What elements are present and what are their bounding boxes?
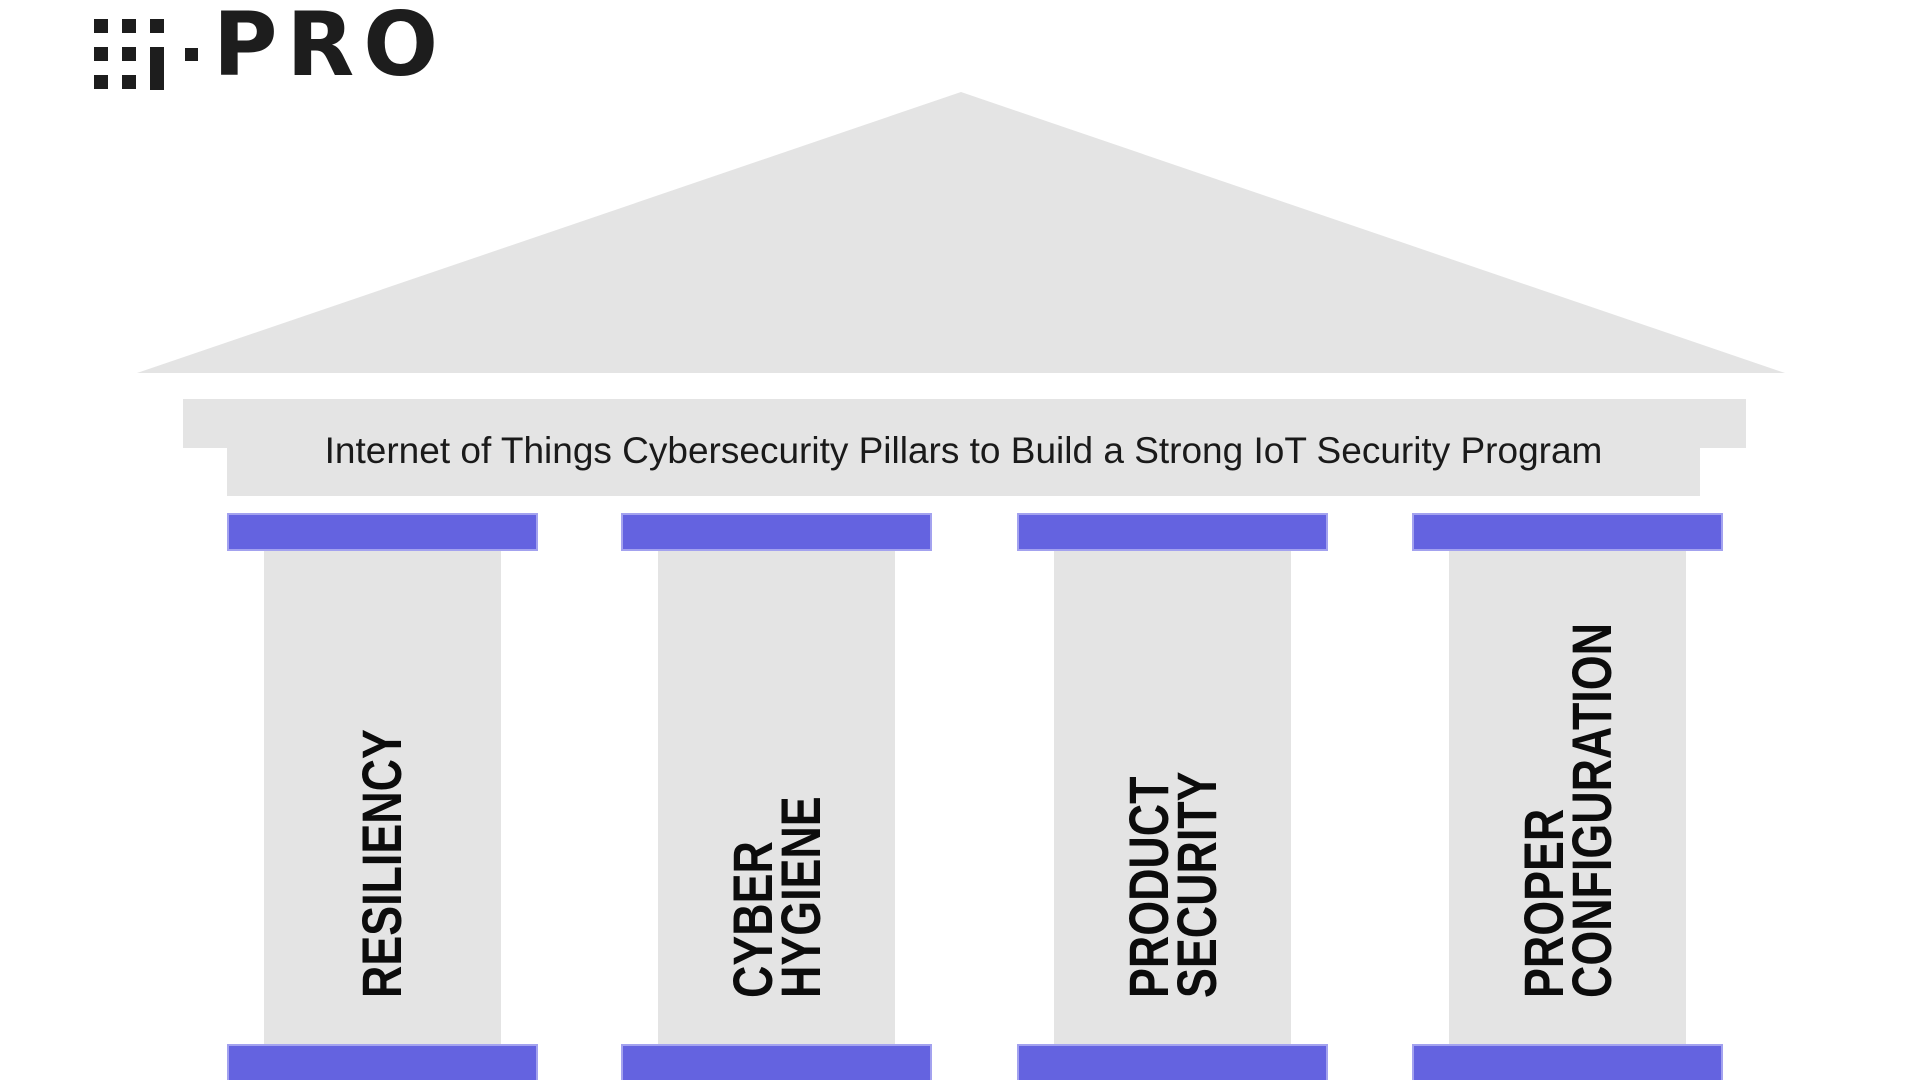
pillar-base [1412,1044,1723,1080]
pillar-label-line: SECURITY [1165,771,1228,998]
ipro-logo: PRO [94,1,454,93]
pillar-capital [227,513,538,551]
logo-i-stem [150,47,164,90]
logo-dot [94,47,108,61]
logo-dot [94,75,108,89]
pillar-capital [1017,513,1328,551]
pillar-capital [1412,513,1723,551]
pillar-base [621,1044,932,1080]
pillar-shaft [1054,551,1291,1044]
pillar-label-product-security: PRODUCT SECURITY [1117,582,1228,998]
pillar-capital [621,513,932,551]
ipro-logo-wordmark: PRO [213,0,448,96]
pillar-label-line: HYGIENE [769,796,832,998]
pillar-base [1017,1044,1328,1080]
logo-dot [122,75,136,89]
diagram-title: Internet of Things Cybersecurity Pillars… [324,430,1603,471]
pillar-shaft [264,551,501,1044]
temple-roof [137,92,1785,373]
pillar-cyber-hygiene: CYBER HYGIENE [621,513,932,1080]
pillar-label-cyber-hygiene: CYBER HYGIENE [721,582,832,998]
pillar-proper-configuration: PROPER CONFIGURATION [1412,513,1723,1080]
pillar-label-resiliency: RESILIENCY [350,582,413,998]
pillar-base [227,1044,538,1080]
entablature-upper-band [183,399,1746,448]
pillar-label-proper-configuration: PROPER CONFIGURATION [1512,582,1623,998]
pillar-label-line: RESILIENCY [350,729,413,998]
pillar-resiliency: RESILIENCY [227,513,538,1080]
entablature-title-band [227,448,1700,496]
logo-dot [94,19,108,33]
logo-dot [122,19,136,33]
pillar-product-security: PRODUCT SECURITY [1017,513,1328,1080]
logo-hyphen-dot [185,48,198,61]
pillar-label-line: CONFIGURATION [1560,623,1623,998]
pillar-shaft [1449,551,1686,1044]
logo-dot [150,19,164,33]
logo-dot [122,47,136,61]
pillar-shaft [658,551,895,1044]
